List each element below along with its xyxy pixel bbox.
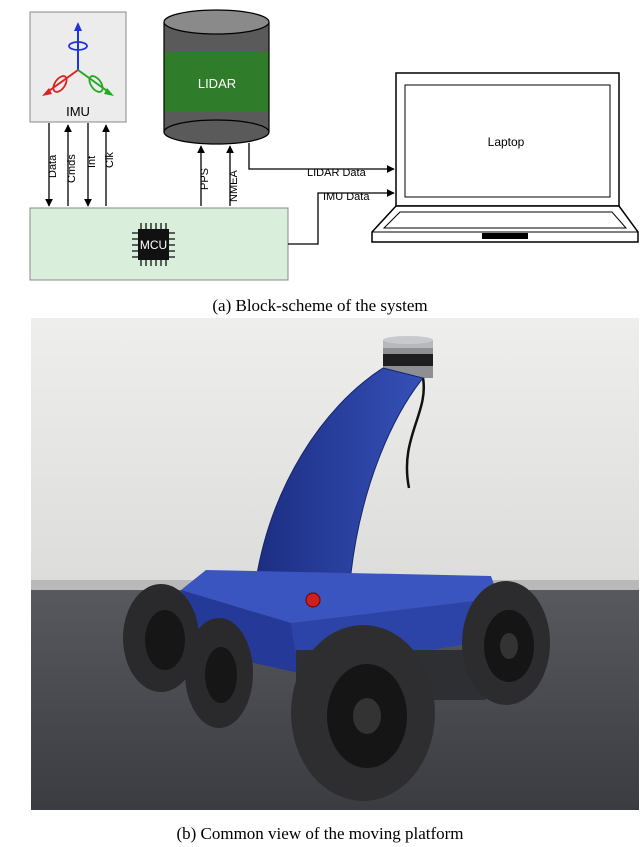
wheel-rear-right (462, 581, 550, 705)
lidar-mcu-links (197, 145, 234, 206)
imu-axes-icon (42, 22, 114, 96)
cmds-signal-label: Cmds (66, 154, 78, 183)
clk-signal-label: Clk (104, 152, 116, 168)
lidar-data-label: LIDAR Data (307, 167, 367, 179)
nmea-signal-label: NMEA (228, 170, 240, 202)
lidar-block: LIDAR (163, 9, 270, 145)
mcu-label: MCU (140, 238, 167, 252)
imu-data-label: IMU Data (323, 191, 370, 203)
imu-data-line (288, 189, 395, 245)
lidar-cable (405, 377, 426, 489)
caption-a: (a) Block-scheme of the system (212, 296, 428, 315)
imu-label: IMU (66, 104, 90, 119)
imu-block: IMU (29, 11, 127, 123)
wheel-rear-left (123, 584, 199, 692)
int-signal-label: Int (86, 156, 98, 168)
imu-mcu-links (45, 123, 110, 207)
caption-b: (b) Common view of the moving platform (176, 824, 464, 843)
mcu-block: MCU (29, 207, 289, 281)
block-scheme-diagram: IMU LIDAR Laptop (29, 9, 639, 281)
laptop-label: Laptop (488, 135, 525, 149)
robot-platform-photo (31, 318, 639, 810)
laptop-icon: Laptop (371, 72, 639, 243)
chip-icon (132, 223, 175, 266)
wheel-front-left (185, 618, 253, 728)
wheel-front-right (291, 625, 435, 801)
emergency-stop-button (305, 592, 321, 608)
lidar-label: LIDAR (198, 76, 236, 91)
pps-signal-label: PPS (199, 168, 211, 190)
laptop-links (248, 143, 395, 245)
data-signal-label: Data (47, 154, 59, 178)
lidar-data-line (248, 143, 395, 173)
